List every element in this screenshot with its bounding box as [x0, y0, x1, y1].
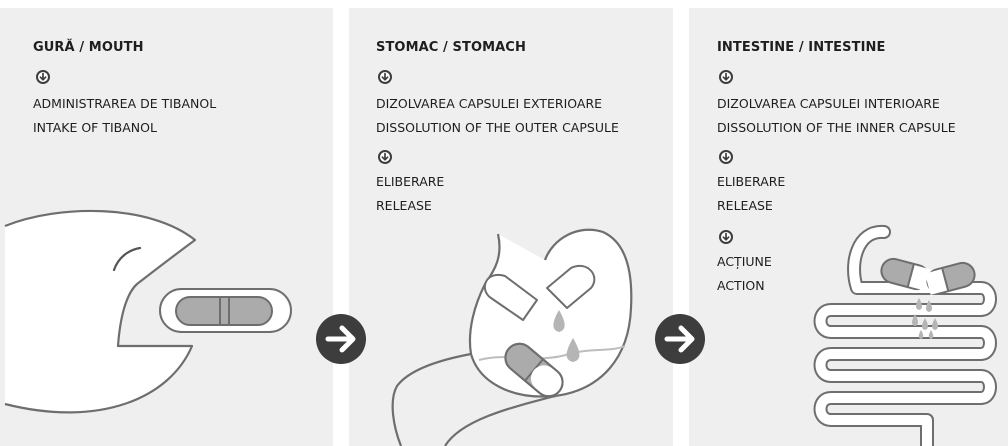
panel-intestine: INTESTINE / INTESTINE DIZOLVAREA CAPSULE…	[689, 8, 1008, 446]
stomach-illustration	[349, 8, 673, 446]
panel-stomach: STOMAC / STOMACH DIZOLVAREA CAPSULEI EXT…	[349, 8, 673, 446]
capsule-icon	[160, 289, 291, 332]
arrow-right-icon	[653, 312, 707, 366]
intestine-illustration	[689, 8, 1008, 446]
arrow-right-icon	[314, 312, 368, 366]
mouth-illustration	[0, 8, 333, 446]
panel-mouth: GURĂ / MOUTH ADMINISTRAREA DE TIBANOL IN…	[0, 8, 333, 446]
